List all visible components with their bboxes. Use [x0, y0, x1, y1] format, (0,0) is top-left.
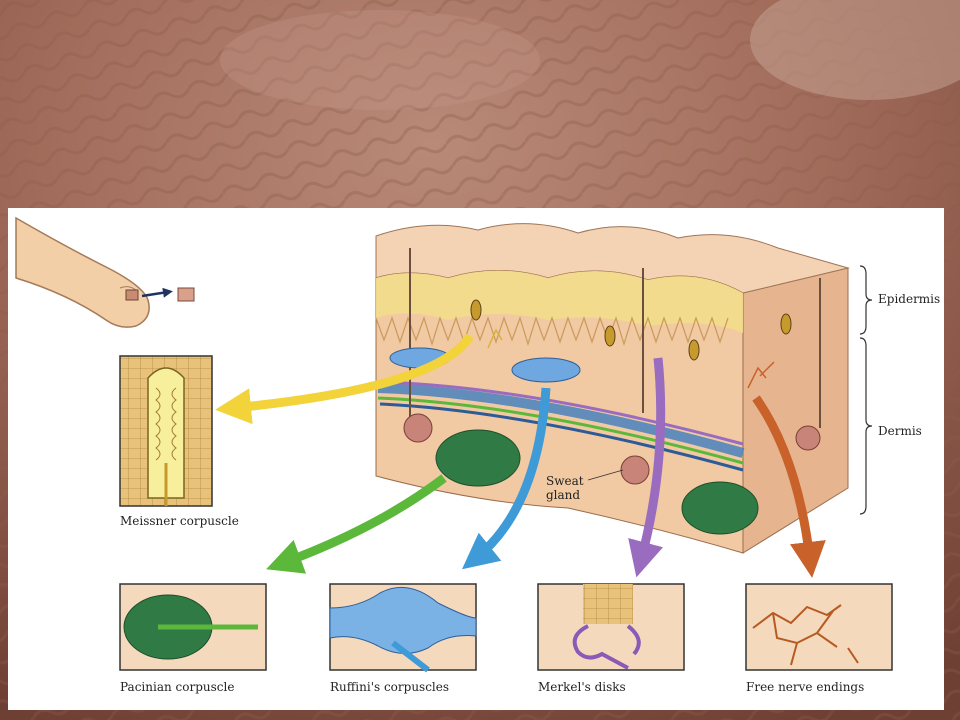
pacinian-inset-illustration	[119, 583, 267, 671]
pacinian-arrow	[266, 474, 447, 574]
finger-icon	[15, 216, 195, 328]
sweat-gland-label-line1: Sweat	[546, 474, 584, 488]
dermis-label: Dermis	[878, 424, 922, 438]
meissner-inset-illustration	[119, 355, 213, 507]
free-nerve-inset-illustration	[745, 583, 893, 671]
epidermis-label: Epidermis	[878, 292, 941, 306]
skin-cross-section	[375, 223, 850, 554]
touch-receptors-diagram: Epidermis Dermis Sweat gland Meissner co…	[8, 208, 944, 710]
pacinian-corpuscle-label: Pacinian corpuscle	[120, 680, 235, 694]
ruffini-inset-illustration	[329, 583, 477, 673]
merkel-disks-label: Merkel's disks	[538, 680, 626, 694]
ruffini-corpuscles-label: Ruffini's corpuscles	[330, 680, 450, 694]
free-nerve-endings-label: Free nerve endings	[746, 680, 865, 694]
merkel-arrow	[628, 357, 666, 578]
sweat-gland-label-line2: gland	[546, 488, 581, 502]
meissner-arrow	[215, 333, 474, 425]
epidermis-bracket	[859, 265, 873, 335]
ruffini-arrow	[461, 387, 551, 570]
merkel-inset-illustration	[537, 583, 685, 671]
dermis-bracket	[859, 337, 873, 515]
meissner-corpuscle-label: Meissner corpuscle	[120, 514, 239, 528]
free-nerve-arrow	[752, 395, 826, 578]
diagram-artwork	[15, 216, 893, 673]
sweat-gland-label: Sweat gland	[546, 474, 584, 502]
